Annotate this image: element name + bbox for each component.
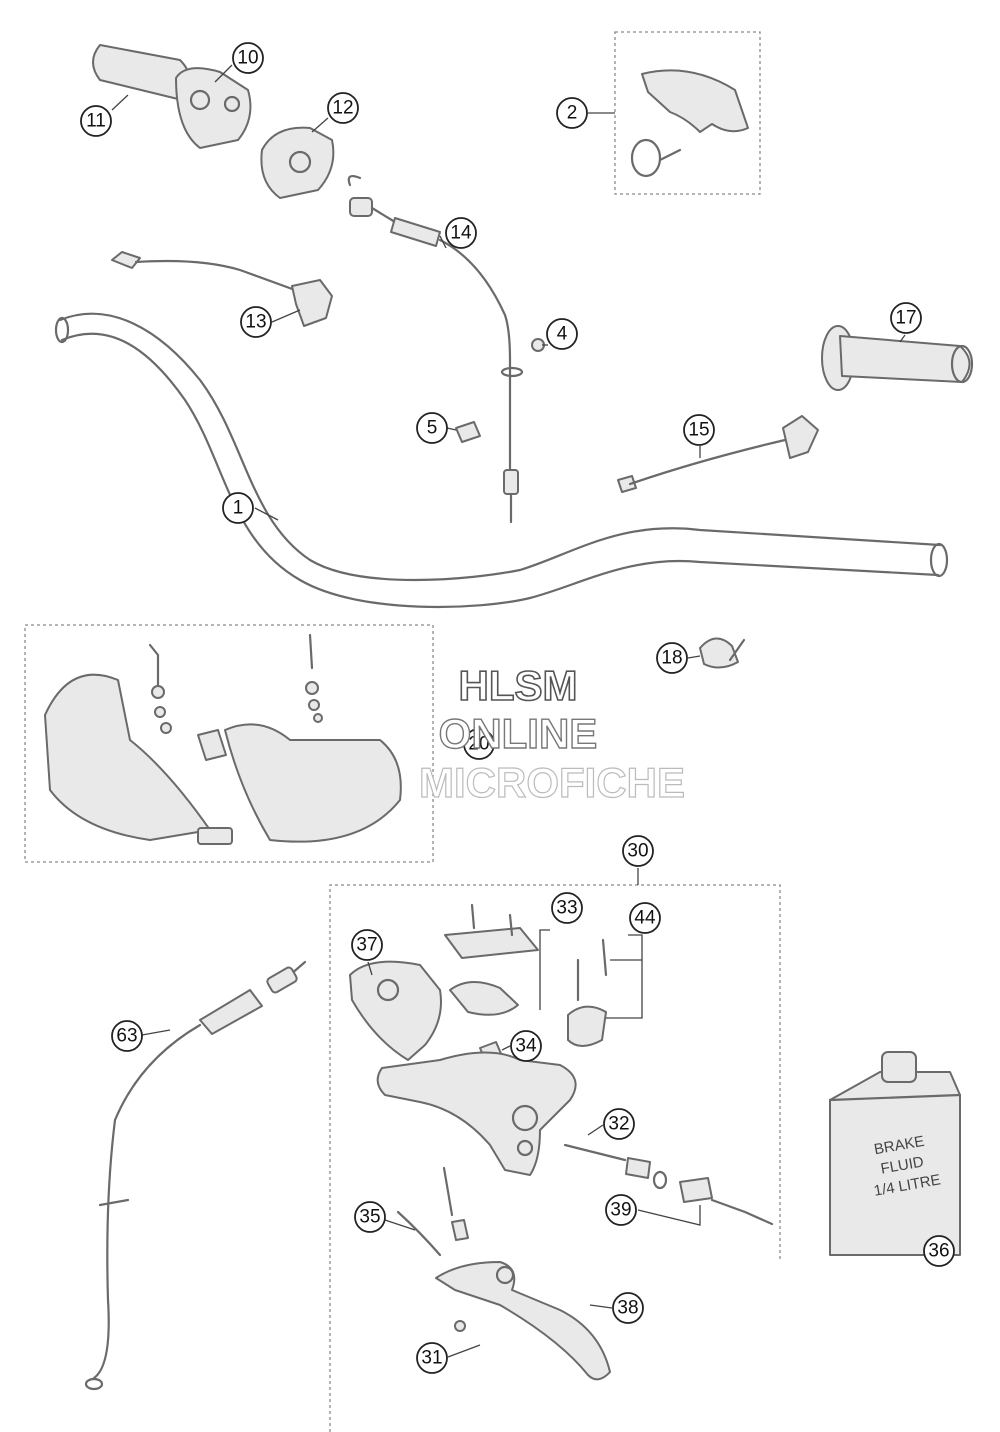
brake-hose-part [84, 960, 307, 1391]
callout-14: 14 [445, 217, 477, 249]
callout-37-label: 37 [356, 935, 377, 956]
watermark-line1: HLSM [459, 662, 578, 709]
callout-17: 17 [890, 302, 922, 334]
watermark: HLSM ONLINE MICROFICHE [418, 661, 685, 806]
group-box-20 [24, 624, 434, 863]
callout-63-label: 63 [116, 1026, 137, 1047]
callout-14-label: 14 [450, 223, 472, 244]
handlebar-part [54, 312, 949, 609]
left-grip-part [821, 325, 974, 391]
housing-part [630, 69, 749, 178]
callout-11: 11 [80, 105, 112, 137]
callout-15-label: 15 [688, 420, 709, 441]
callout-44-label: 44 [634, 908, 656, 929]
callout-11-label: 11 [86, 111, 106, 132]
callout-36-label: 36 [928, 1241, 949, 1262]
callout-15: 15 [683, 414, 715, 446]
callout-10: 10 [232, 42, 264, 74]
callout-13: 13 [240, 306, 272, 338]
callout-34: 34 [510, 1030, 542, 1062]
callout-5: 5 [416, 412, 448, 444]
callout-1-label: 1 [233, 498, 244, 519]
callout-10-label: 10 [237, 48, 258, 69]
callout-33-label: 33 [556, 898, 577, 919]
part-18 [699, 637, 746, 669]
callout-32: 32 [603, 1108, 635, 1140]
callout-20: 20 [463, 728, 495, 760]
throttle-cover-part [260, 126, 335, 199]
callout-2-label: 2 [567, 103, 578, 124]
callout-38-label: 38 [617, 1298, 638, 1319]
callout-35: 35 [354, 1201, 386, 1233]
master-cylinder-part [349, 903, 774, 1381]
callout-2: 2 [556, 97, 588, 129]
callout-1: 1 [222, 492, 254, 524]
brake-fluid-container: BRAKE FLUID 1/4 LITRE [828, 1051, 962, 1256]
callout-34-label: 34 [515, 1036, 537, 1057]
callout-20-label: 20 [468, 734, 489, 755]
callout-31-label: 31 [421, 1348, 442, 1369]
callout-36: 36 [923, 1235, 955, 1267]
callout-30: 30 [622, 835, 654, 867]
callout-18: 18 [656, 642, 688, 674]
callout-38: 38 [612, 1292, 644, 1324]
callout-31: 31 [416, 1342, 448, 1374]
callout-12: 12 [327, 92, 359, 124]
callout-37: 37 [351, 929, 383, 961]
kill-switch-cable-part [617, 415, 819, 493]
callout-5-label: 5 [427, 418, 438, 439]
hand-guards-part [44, 633, 402, 845]
callout-33: 33 [551, 892, 583, 924]
callout-63: 63 [111, 1020, 143, 1052]
callout-13-label: 13 [245, 312, 266, 333]
callout-32-label: 32 [608, 1114, 629, 1135]
callout-17-label: 17 [895, 308, 916, 329]
callout-4-label: 4 [557, 324, 568, 345]
callout-18-label: 18 [661, 648, 682, 669]
part-5 [455, 421, 481, 443]
callout-30-label: 30 [627, 841, 648, 862]
group-box-2 [614, 31, 761, 195]
watermark-line3: MICROFICHE [419, 759, 685, 806]
watermark-line2: ONLINE [439, 710, 598, 757]
callout-35-label: 35 [359, 1207, 380, 1228]
callout-44: 44 [629, 902, 661, 934]
throttle-grip-part [92, 44, 252, 149]
callout-4: 4 [546, 318, 578, 350]
callout-12-label: 12 [332, 98, 353, 119]
callout-39: 39 [605, 1194, 637, 1226]
clutch-cable-part [111, 251, 333, 327]
throttle-cable-part [347, 175, 524, 524]
callout-39-label: 39 [610, 1200, 631, 1221]
